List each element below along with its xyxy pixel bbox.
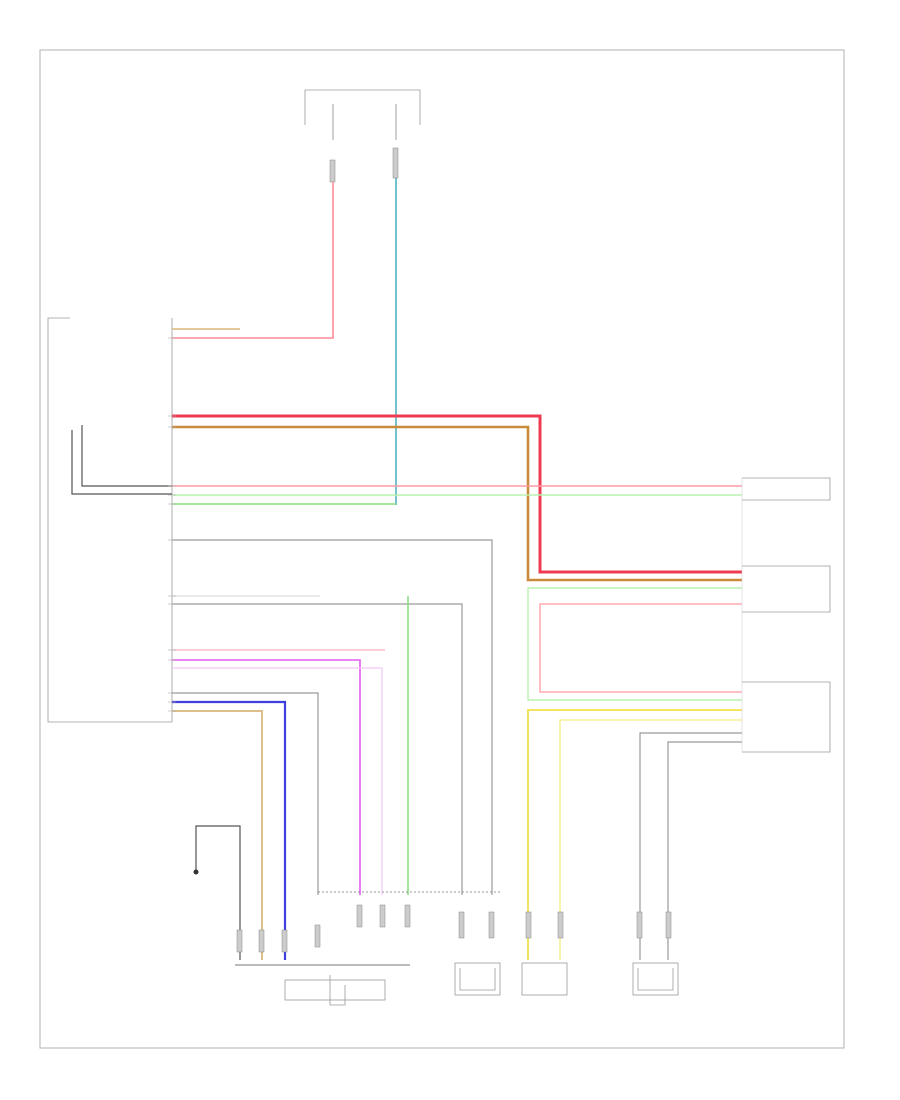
wire-gray-rear-1 — [639, 732, 742, 960]
wire-magenta — [172, 659, 361, 895]
connector-c1 — [329, 159, 336, 183]
wire-green-loop — [527, 587, 742, 701]
wire-blue-act — [172, 700, 287, 960]
wire-gray-2 — [172, 603, 463, 895]
steering-sensor — [742, 477, 831, 501]
wire-pink-loop — [539, 603, 742, 693]
left-pin-ticks — [168, 337, 176, 712]
wire-gray-rear-2 — [667, 741, 742, 960]
central-module — [742, 565, 831, 613]
wire-light-magenta — [172, 667, 383, 895]
wire-gray-act — [172, 692, 319, 895]
actuator-pump-assembly — [235, 964, 410, 1006]
main-module-bracket — [47, 317, 172, 723]
sensor-b — [521, 962, 568, 996]
wire-yellow-2 — [559, 719, 742, 960]
diagram-frame — [39, 49, 845, 1049]
wire-tan-act — [172, 710, 263, 960]
wire-orange-bus — [172, 425, 742, 582]
bottom-connectors — [236, 904, 672, 953]
connector-c2 — [392, 147, 399, 179]
ground-point — [193, 825, 241, 960]
center-motor — [454, 962, 501, 996]
hot-fuse-box — [304, 89, 355, 140]
ground-icon — [193, 869, 199, 875]
hybrid-module — [742, 681, 831, 753]
wire-red-power — [172, 182, 334, 339]
bracket-a — [71, 430, 172, 495]
wire-gray-1 — [172, 539, 493, 895]
wire-yellow-1 — [527, 709, 742, 960]
bracket-b — [81, 425, 172, 487]
wire-red-bus — [172, 414, 742, 574]
ignition-fuse-box — [355, 89, 421, 140]
rear-sensor — [632, 962, 679, 996]
